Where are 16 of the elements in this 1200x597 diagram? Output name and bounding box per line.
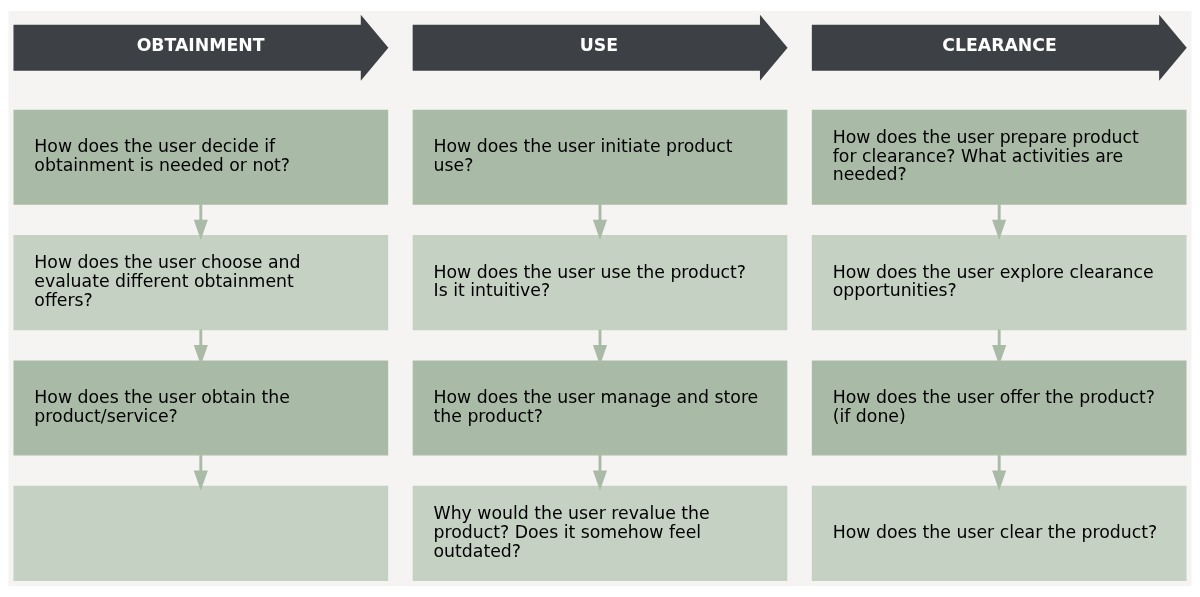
node-box: How does the user obtain the product/service? — [13, 360, 389, 456]
arrow — [992, 455, 1007, 491]
arrow — [193, 204, 208, 240]
node-box: How does the user choose and evaluate different obtainment offers? — [13, 235, 389, 331]
arrow — [992, 204, 1007, 240]
node-box: How does the user clear the product? — [811, 485, 1187, 581]
node-box: How does the user initiate product use? — [412, 109, 788, 205]
node-box: How does the user decide if obtainment is needed or not? — [13, 109, 389, 205]
arrow — [193, 455, 208, 491]
node-box — [13, 485, 389, 581]
node-box: How does the user explore clearance opportunities? — [811, 235, 1187, 331]
node-box: How does the user manage and store the product? — [412, 360, 788, 456]
node-box: Why would the user revalue the product? Does it somehow feel outdated? — [412, 485, 788, 581]
node-box: How does the user offer the product? (if done) — [811, 360, 1187, 456]
node-box: How does the user use the product? Is it intuitive? — [412, 235, 788, 331]
node-box: How does the user prepare product for clearance? What activities are needed? — [811, 109, 1187, 205]
